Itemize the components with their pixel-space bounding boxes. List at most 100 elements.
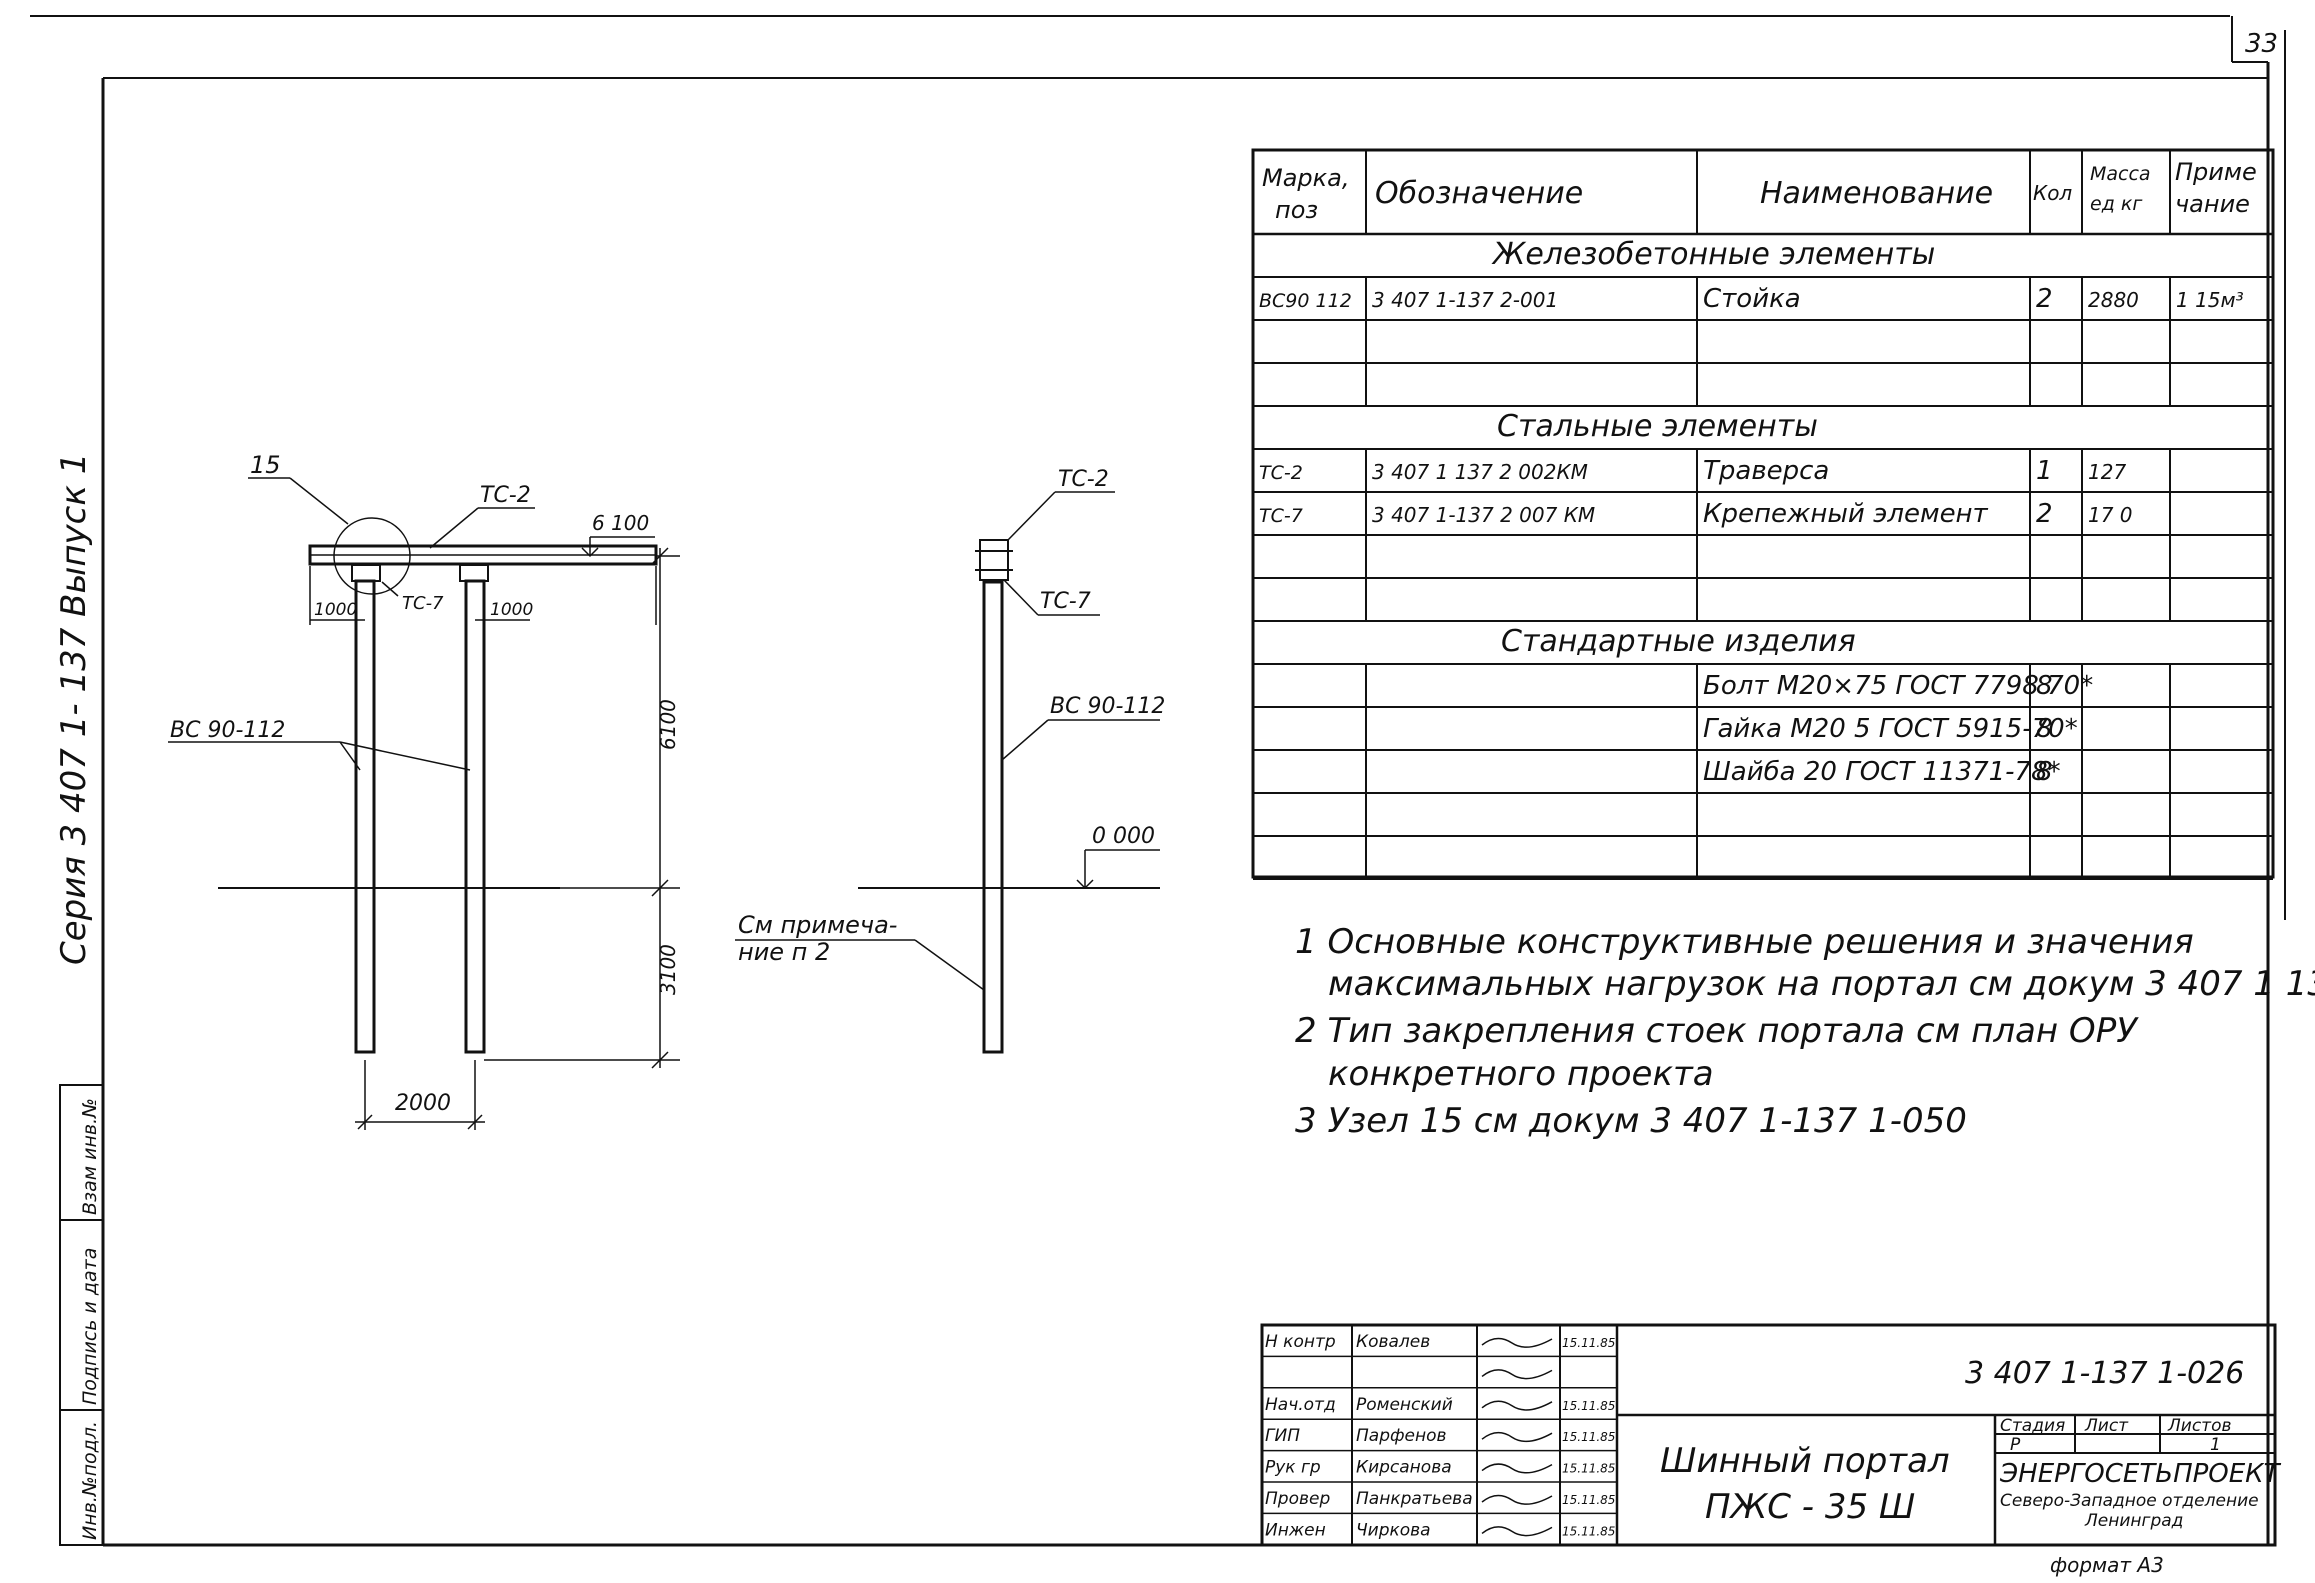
staff-cell: Н контр: [1265, 1332, 1336, 1352]
spec-cell: 3 407 1 137 2 002КМ: [1372, 460, 1588, 484]
staff-cell: 15.11.85: [1562, 1462, 1615, 1476]
note-line-1: 1 Основные конструктивные решения и знач…: [1295, 922, 2194, 962]
front-top-level: 6 100: [592, 511, 649, 535]
org-name-2: Северо-Западное отделение: [2000, 1491, 2259, 1511]
spec-header-qty: Кол: [2033, 181, 2072, 205]
front-node-label: 15: [250, 451, 281, 479]
staff-cell: Чиркова: [1356, 1520, 1431, 1540]
spec-cell: 8: [2036, 757, 2053, 787]
front-view: [168, 477, 680, 1130]
note-line-4: конкретного проекта: [1328, 1054, 1714, 1094]
staff-cell: 15.11.85: [1562, 1493, 1615, 1507]
side-stamp: Инв.№подл. Подпись и дата Взам инв.№: [59, 1084, 104, 1546]
spec-cell: ТС-7: [1259, 505, 1303, 527]
staff-cell: 15.11.85: [1562, 1336, 1615, 1350]
front-left-overhang: 1000: [314, 600, 357, 620]
title-line-1: Шинный портал: [1660, 1441, 1950, 1481]
spec-header-mass-2: ед кг: [2090, 193, 2143, 215]
sheet-format: формат А3: [2050, 1553, 2164, 1577]
side-crossbar-label: ТС-2: [1058, 467, 1109, 492]
spec-header-mass-1: Масса: [2090, 163, 2151, 185]
ground-level-label: 0 000: [1092, 824, 1155, 849]
spec-header-note-1: Приме: [2175, 158, 2257, 186]
front-pole-label: ВС 90-112: [170, 718, 285, 743]
sheets-value: 1: [2210, 1435, 2221, 1455]
staff-cell: Ковалев: [1356, 1332, 1430, 1352]
sheets-header: Листов: [2167, 1416, 2232, 1436]
signature-mark: [1481, 1337, 1553, 1348]
spec-header-name: Наименование: [1760, 176, 1993, 211]
side-fastener-label: ТС-7: [1040, 589, 1091, 614]
series-label: Серия 3 407 1- 137 Выпуск 1: [54, 453, 94, 965]
spec-cell: 8: [2036, 714, 2053, 744]
spec-cell: 2880: [2088, 288, 2139, 312]
signature-mark: [1481, 1369, 1553, 1380]
spec-cell: Болт М20×75 ГОСТ 7798 70*: [1703, 671, 2093, 701]
note-line-2: максимальных нагрузок на портал см докум…: [1328, 964, 2315, 1004]
title-block: [1260, 1323, 2277, 1547]
spec-cell: 2: [2036, 284, 2053, 314]
doc-code: 3 407 1-137 1-026: [1965, 1356, 2244, 1391]
spec-cell: Шайба 20 ГОСТ 11371-78*: [1703, 757, 2061, 787]
front-crossbar-label: ТС-2: [480, 483, 531, 508]
signature-mark: [1481, 1431, 1553, 1443]
org-name-3: Ленинград: [2084, 1511, 2183, 1531]
spec-section-title: Железобетонные элементы: [1491, 237, 1935, 272]
spec-cell: Стойка: [1703, 284, 1801, 314]
front-fastener-label: ТС-7: [402, 593, 444, 614]
stage-header: Стадия: [2000, 1416, 2065, 1436]
staff-cell: Роменский: [1356, 1395, 1453, 1415]
side-stamp-cell-inv: Инв.№подл.: [79, 1421, 101, 1540]
spec-cell: 1 15м³: [2176, 288, 2244, 312]
page-number: 33: [2245, 29, 2278, 59]
org-name-1: ЭНЕРГОСЕТЬПРОЕКТ: [1999, 1459, 2282, 1489]
front-depth-dim: 3100: [656, 944, 680, 995]
notes: 1 Основные конструктивные решения и знач…: [1295, 922, 2315, 1141]
staff-cell: 15.11.85: [1562, 1399, 1615, 1413]
front-right-overhang: 1000: [490, 600, 533, 620]
front-height-dim: 6100: [656, 699, 680, 750]
staff-cell: 15.11.85: [1562, 1524, 1615, 1538]
signature-mark: [1481, 1494, 1553, 1505]
side-stamp-cell-replace: Взам инв.№: [79, 1098, 101, 1215]
side-note-ref-1: См примеча-: [738, 911, 897, 939]
signature-mark: [1481, 1463, 1553, 1474]
staff-cell: Нач.отд: [1265, 1395, 1336, 1415]
spec-cell: 127: [2088, 460, 2126, 484]
spec-cell: 1: [2036, 456, 2053, 486]
note-line-3: 2 Тип закрепления стоек портала см план …: [1295, 1011, 2139, 1051]
spec-section-title: Стальные элементы: [1497, 409, 1818, 444]
spec-cell: Крепежный элемент: [1703, 499, 1989, 529]
staff-cell: Инжен: [1265, 1520, 1326, 1540]
spec-header-note-2: чание: [2175, 190, 2250, 218]
staff-cell: Панкратьева: [1356, 1489, 1473, 1509]
spec-header-designation: Обозначение: [1375, 176, 1583, 211]
note-line-5: 3 Узел 15 см докум 3 407 1-137 1-050: [1295, 1101, 1967, 1141]
staff-cell: Рук гр: [1265, 1458, 1321, 1478]
spec-header-mark-2: поз: [1275, 196, 1318, 224]
staff-cell: Кирсанова: [1356, 1458, 1452, 1478]
spec-table: [1251, 148, 2275, 879]
spec-cell: ВС90 112: [1259, 290, 1352, 312]
staff-cell: ГИП: [1265, 1426, 1300, 1446]
front-spacing-dim: 2000: [395, 1091, 451, 1116]
spec-cell: Траверса: [1703, 456, 1829, 486]
spec-cell: 3 407 1-137 2 007 КМ: [1372, 503, 1595, 527]
title-line-2: ПЖС - 35 Ш: [1705, 1487, 1915, 1527]
spec-cell: ТС-2: [1259, 462, 1303, 484]
signature-mark: [1481, 1400, 1553, 1411]
staff-cell: Парфенов: [1356, 1426, 1447, 1446]
staff-cell: 15.11.85: [1562, 1430, 1615, 1444]
spec-header-mark-1: Марка,: [1262, 164, 1349, 192]
spec-cell: 3 407 1-137 2-001: [1372, 288, 1558, 312]
side-stamp-cell-sign: Подпись и дата: [79, 1248, 101, 1405]
side-pole-label: ВС 90-112: [1050, 694, 1165, 719]
spec-cell: Гайка М20 5 ГОСТ 5915-70*: [1703, 714, 2078, 744]
spec-cell: 2: [2036, 499, 2053, 529]
spec-section-title: Стандартные изделия: [1501, 624, 1856, 659]
staff-cell: Провер: [1265, 1489, 1330, 1509]
side-note-ref-2: ние п 2: [738, 938, 830, 966]
